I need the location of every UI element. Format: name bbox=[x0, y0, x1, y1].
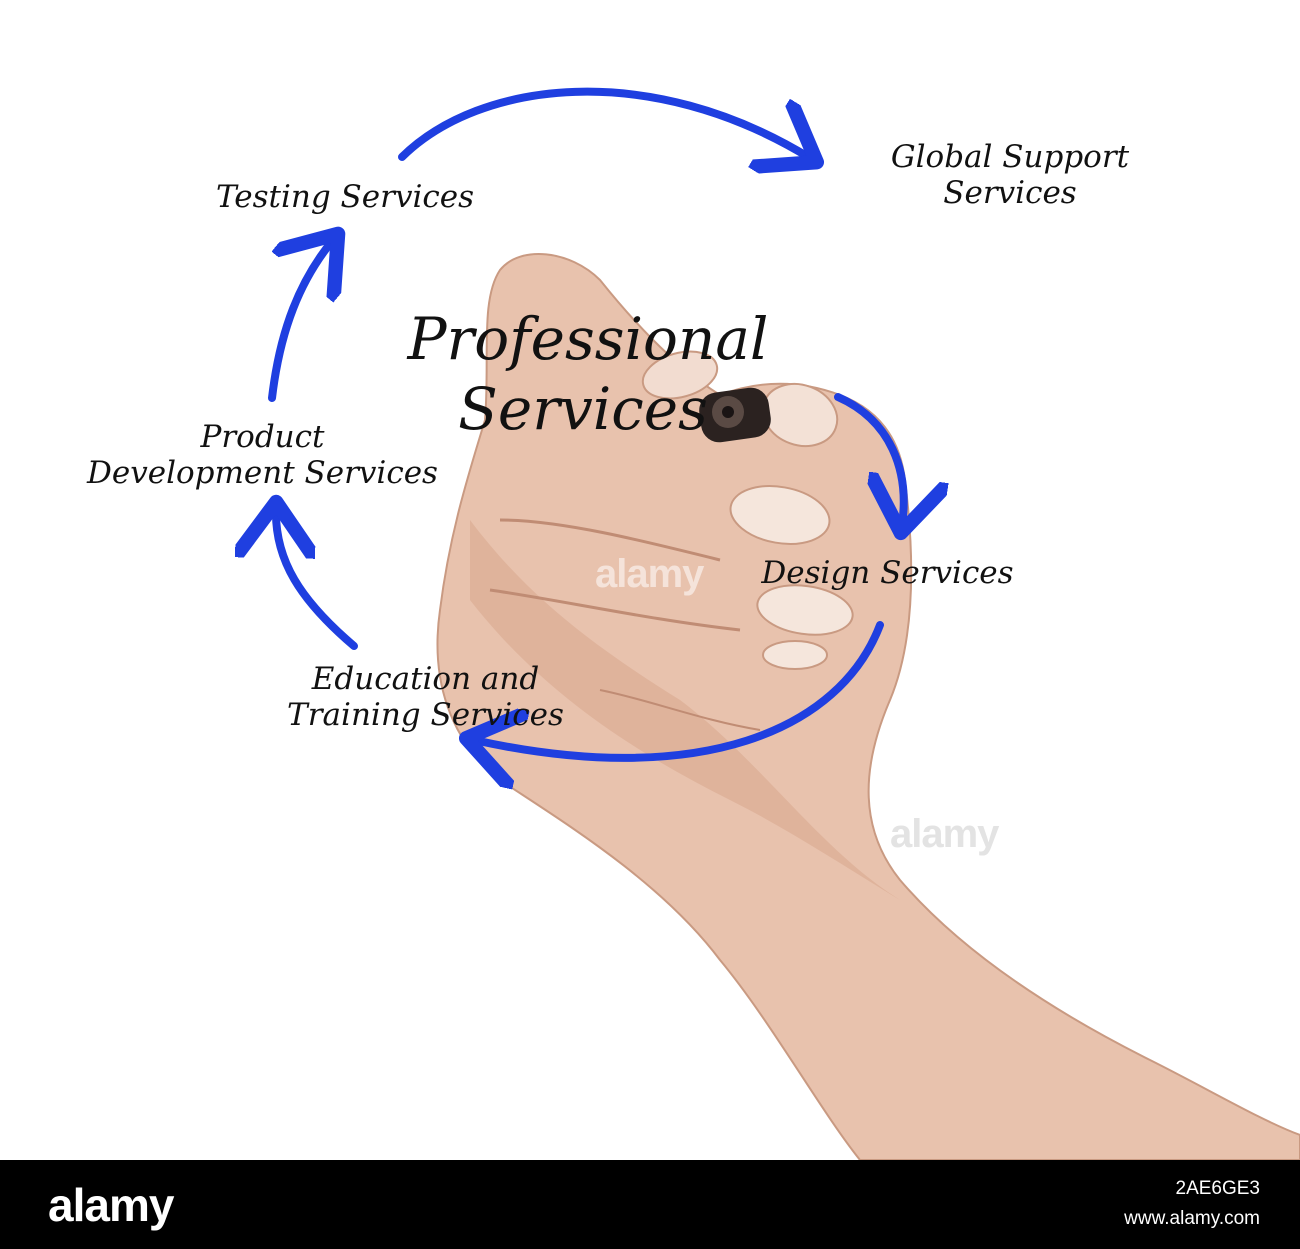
marker-pen bbox=[699, 387, 771, 443]
diagram-title: Professional Services bbox=[368, 305, 808, 444]
fingernail-ring bbox=[756, 584, 854, 636]
node-education-training-services: Education and Training Services bbox=[258, 661, 593, 733]
fingernail-index bbox=[641, 350, 719, 400]
node-design-label: Design Services bbox=[761, 555, 1014, 591]
footer-url[interactable]: www.alamy.com bbox=[1124, 1208, 1260, 1230]
node-product-label-line-2: Development Services bbox=[87, 454, 438, 491]
node-product-label-line-1: Product bbox=[200, 419, 325, 455]
node-education-label-line-2: Training Services bbox=[287, 696, 564, 733]
title-line-1: Professional bbox=[407, 305, 769, 373]
diagram-scene bbox=[0, 87, 1300, 1160]
stock-photo-footer: alamy 2AE6GE3 www.alamy.com bbox=[0, 1160, 1300, 1249]
cycle-arrows bbox=[268, 87, 904, 758]
watermark-center: alamy bbox=[595, 552, 704, 596]
finger-crease-2 bbox=[489, 588, 741, 632]
node-global-label-line-2: Services bbox=[943, 174, 1077, 211]
fingernail-middle bbox=[729, 485, 831, 545]
finger-crease-1 bbox=[499, 518, 721, 562]
footer-logo: alamy bbox=[48, 1179, 174, 1231]
node-product-development-services: Product Development Services bbox=[65, 419, 460, 491]
node-global-label-line-1: Global Support bbox=[890, 139, 1130, 175]
node-testing-services: Testing Services bbox=[195, 179, 495, 216]
title-line-2: Services bbox=[458, 374, 708, 443]
arrow-testing-to-global bbox=[398, 87, 810, 158]
arrow-design-to-education bbox=[474, 621, 884, 758]
arrow-education-to-product bbox=[276, 510, 358, 650]
node-design-services: Design Services bbox=[740, 555, 1035, 592]
node-testing-label: Testing Services bbox=[215, 179, 474, 215]
diagram-canvas: Professional Services Testing Services G… bbox=[0, 87, 1300, 1160]
finger-crease-3 bbox=[599, 689, 761, 731]
node-education-label-line-1: Education and bbox=[311, 661, 540, 697]
watermark-right: alamy bbox=[890, 812, 999, 856]
footer-meta: 2AE6GE3 www.alamy.com bbox=[1124, 1174, 1260, 1235]
hand-shape bbox=[436, 253, 1300, 1160]
hand-shadow bbox=[470, 520, 900, 900]
hand-holding-marker bbox=[436, 253, 1300, 1160]
arrow-product-to-testing bbox=[268, 240, 333, 402]
arrow-central-to-design bbox=[834, 393, 904, 525]
fingernail-little bbox=[762, 640, 828, 670]
footer-image-id: 2AE6GE3 bbox=[1175, 1178, 1261, 1199]
node-global-support-services: Global Support Services bbox=[850, 139, 1170, 211]
